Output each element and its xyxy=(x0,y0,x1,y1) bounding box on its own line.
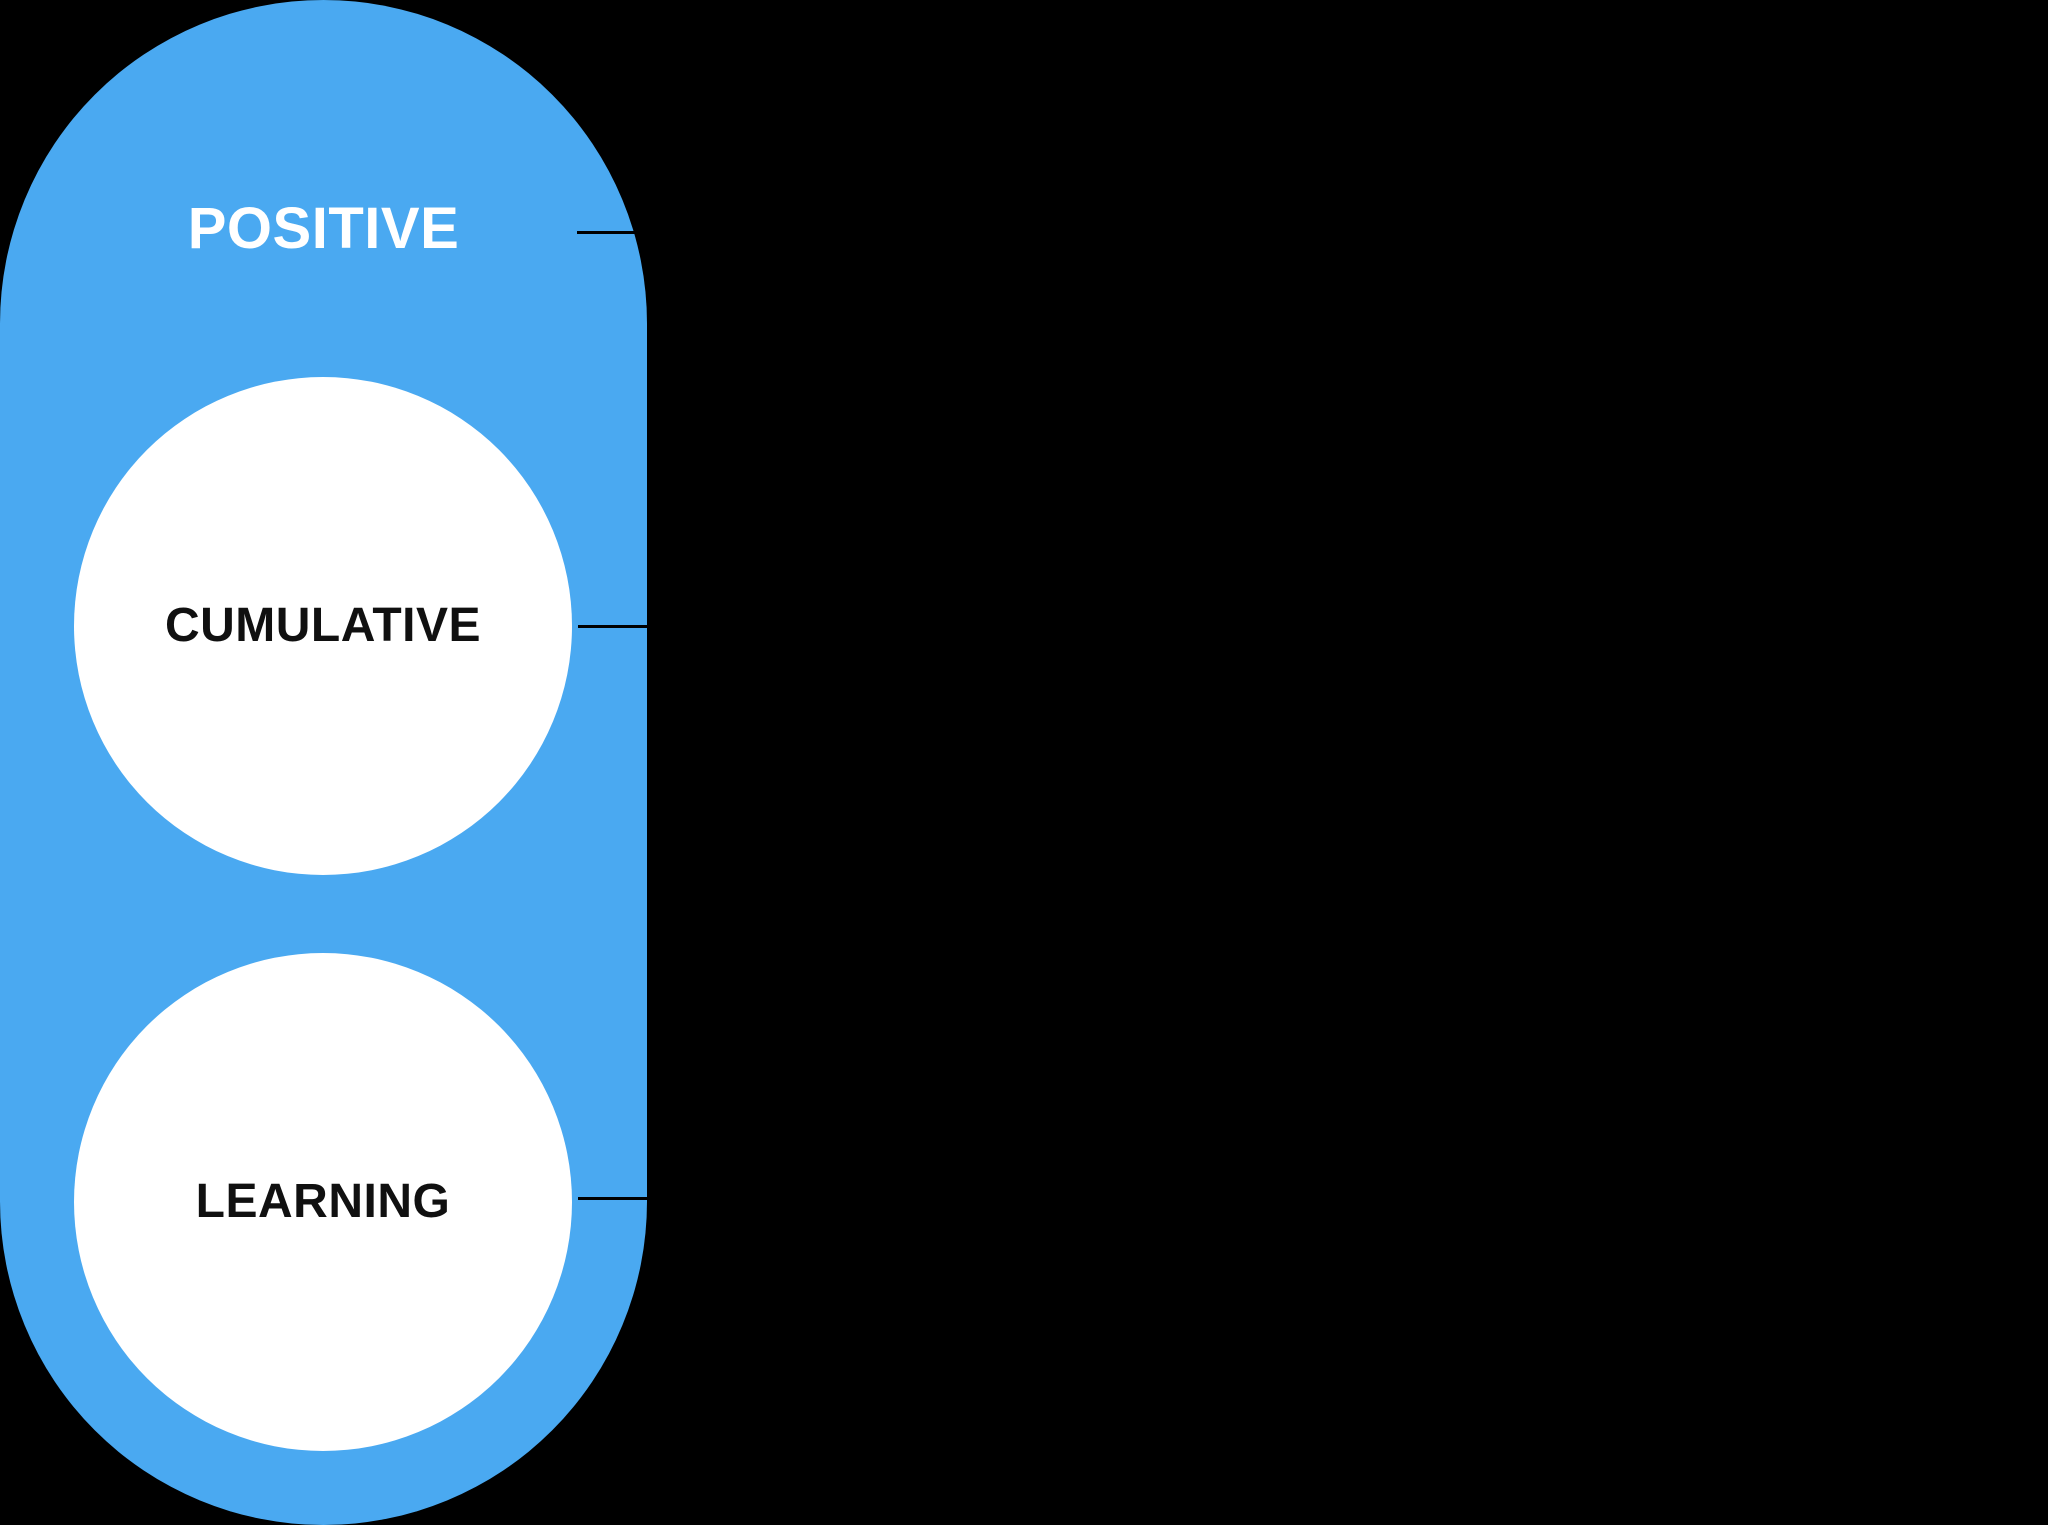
positive-label: POSITIVE xyxy=(187,196,460,261)
connector-line-cumulative xyxy=(578,625,668,628)
node-cumulative: CUMULATIVE xyxy=(74,377,572,875)
node-learning-label: LEARNING xyxy=(195,1175,451,1228)
node-cumulative-label: CUMULATIVE xyxy=(164,599,482,652)
node-learning: LEARNING xyxy=(74,953,572,1451)
connector-line-positive xyxy=(577,231,667,234)
connector-line-learning xyxy=(578,1197,668,1200)
